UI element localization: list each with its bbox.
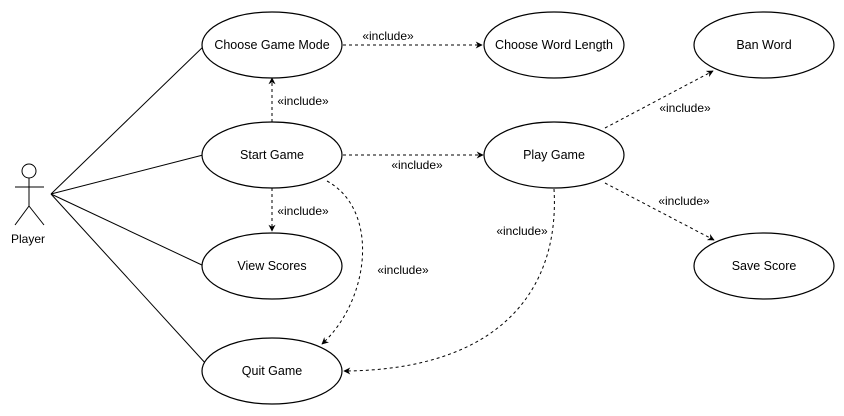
- use-case-ban-word[interactable]: Ban Word: [693, 11, 835, 79]
- uc-label-choose-word-length: Choose Word Length: [495, 38, 613, 52]
- uc-label-view-scores: View Scores: [237, 259, 306, 273]
- ellipse-play-game: [483, 121, 625, 189]
- label-play-ban: «include»: [659, 101, 711, 115]
- ellipse-view-scores: [201, 232, 343, 300]
- associations: [50, 44, 208, 366]
- ellipse-save-score: [693, 232, 835, 300]
- ellipse-choose-game-mode: [201, 11, 343, 79]
- dep-play-save: [604, 182, 715, 241]
- use-case-view-scores[interactable]: View Scores: [201, 232, 343, 300]
- ellipse-ban-word: [693, 11, 835, 79]
- label-start-scores: «include»: [277, 204, 329, 218]
- actor-right-leg: [28, 205, 45, 226]
- label-start-quit: «include»: [377, 263, 429, 277]
- label-start-play: «include»: [391, 158, 443, 172]
- uc-label-ban-word: Ban Word: [736, 38, 791, 52]
- uc-label-quit-game: Quit Game: [242, 364, 302, 378]
- uc-label-save-score: Save Score: [732, 259, 797, 273]
- use-case-start-game[interactable]: Start Game: [201, 121, 343, 189]
- relation-labels: «include» «include» «include» «include» …: [277, 29, 711, 277]
- ellipse-start-game: [201, 121, 343, 189]
- ellipse-choose-word-length: [483, 11, 625, 79]
- actor-player: Player: [11, 163, 45, 246]
- dependencies: [268, 41, 715, 375]
- label-start-mode: «include»: [277, 94, 329, 108]
- use-case-save-score[interactable]: Save Score: [693, 232, 835, 300]
- use-case-quit-game[interactable]: Quit Game: [201, 337, 343, 405]
- label-play-quit: «include»: [496, 224, 548, 238]
- dep-play-ban: [604, 70, 714, 129]
- ellipse-quit-game: [201, 337, 343, 405]
- uc-label-play-game: Play Game: [523, 148, 585, 162]
- use-case-choose-game-mode[interactable]: Choose Game Mode: [201, 11, 343, 79]
- label-mode-length: «include»: [362, 29, 414, 43]
- use-case-play-game[interactable]: Play Game: [483, 121, 625, 189]
- assoc-choose-mode: [50, 44, 206, 195]
- uc-label-start-game: Start Game: [240, 148, 304, 162]
- assoc-start-game: [50, 154, 204, 195]
- assoc-quit-game: [50, 193, 208, 366]
- actor-left-leg: [14, 205, 30, 226]
- actor-label: Player: [11, 232, 45, 246]
- actor-head: [21, 163, 37, 179]
- dep-start-quit: [321, 180, 364, 345]
- label-play-save: «include»: [658, 194, 710, 208]
- dep-play-quit: [343, 188, 555, 375]
- assoc-view-scores: [50, 193, 205, 267]
- use-case-choose-word-length[interactable]: Choose Word Length: [483, 11, 625, 79]
- uc-label-choose-game-mode: Choose Game Mode: [214, 38, 329, 52]
